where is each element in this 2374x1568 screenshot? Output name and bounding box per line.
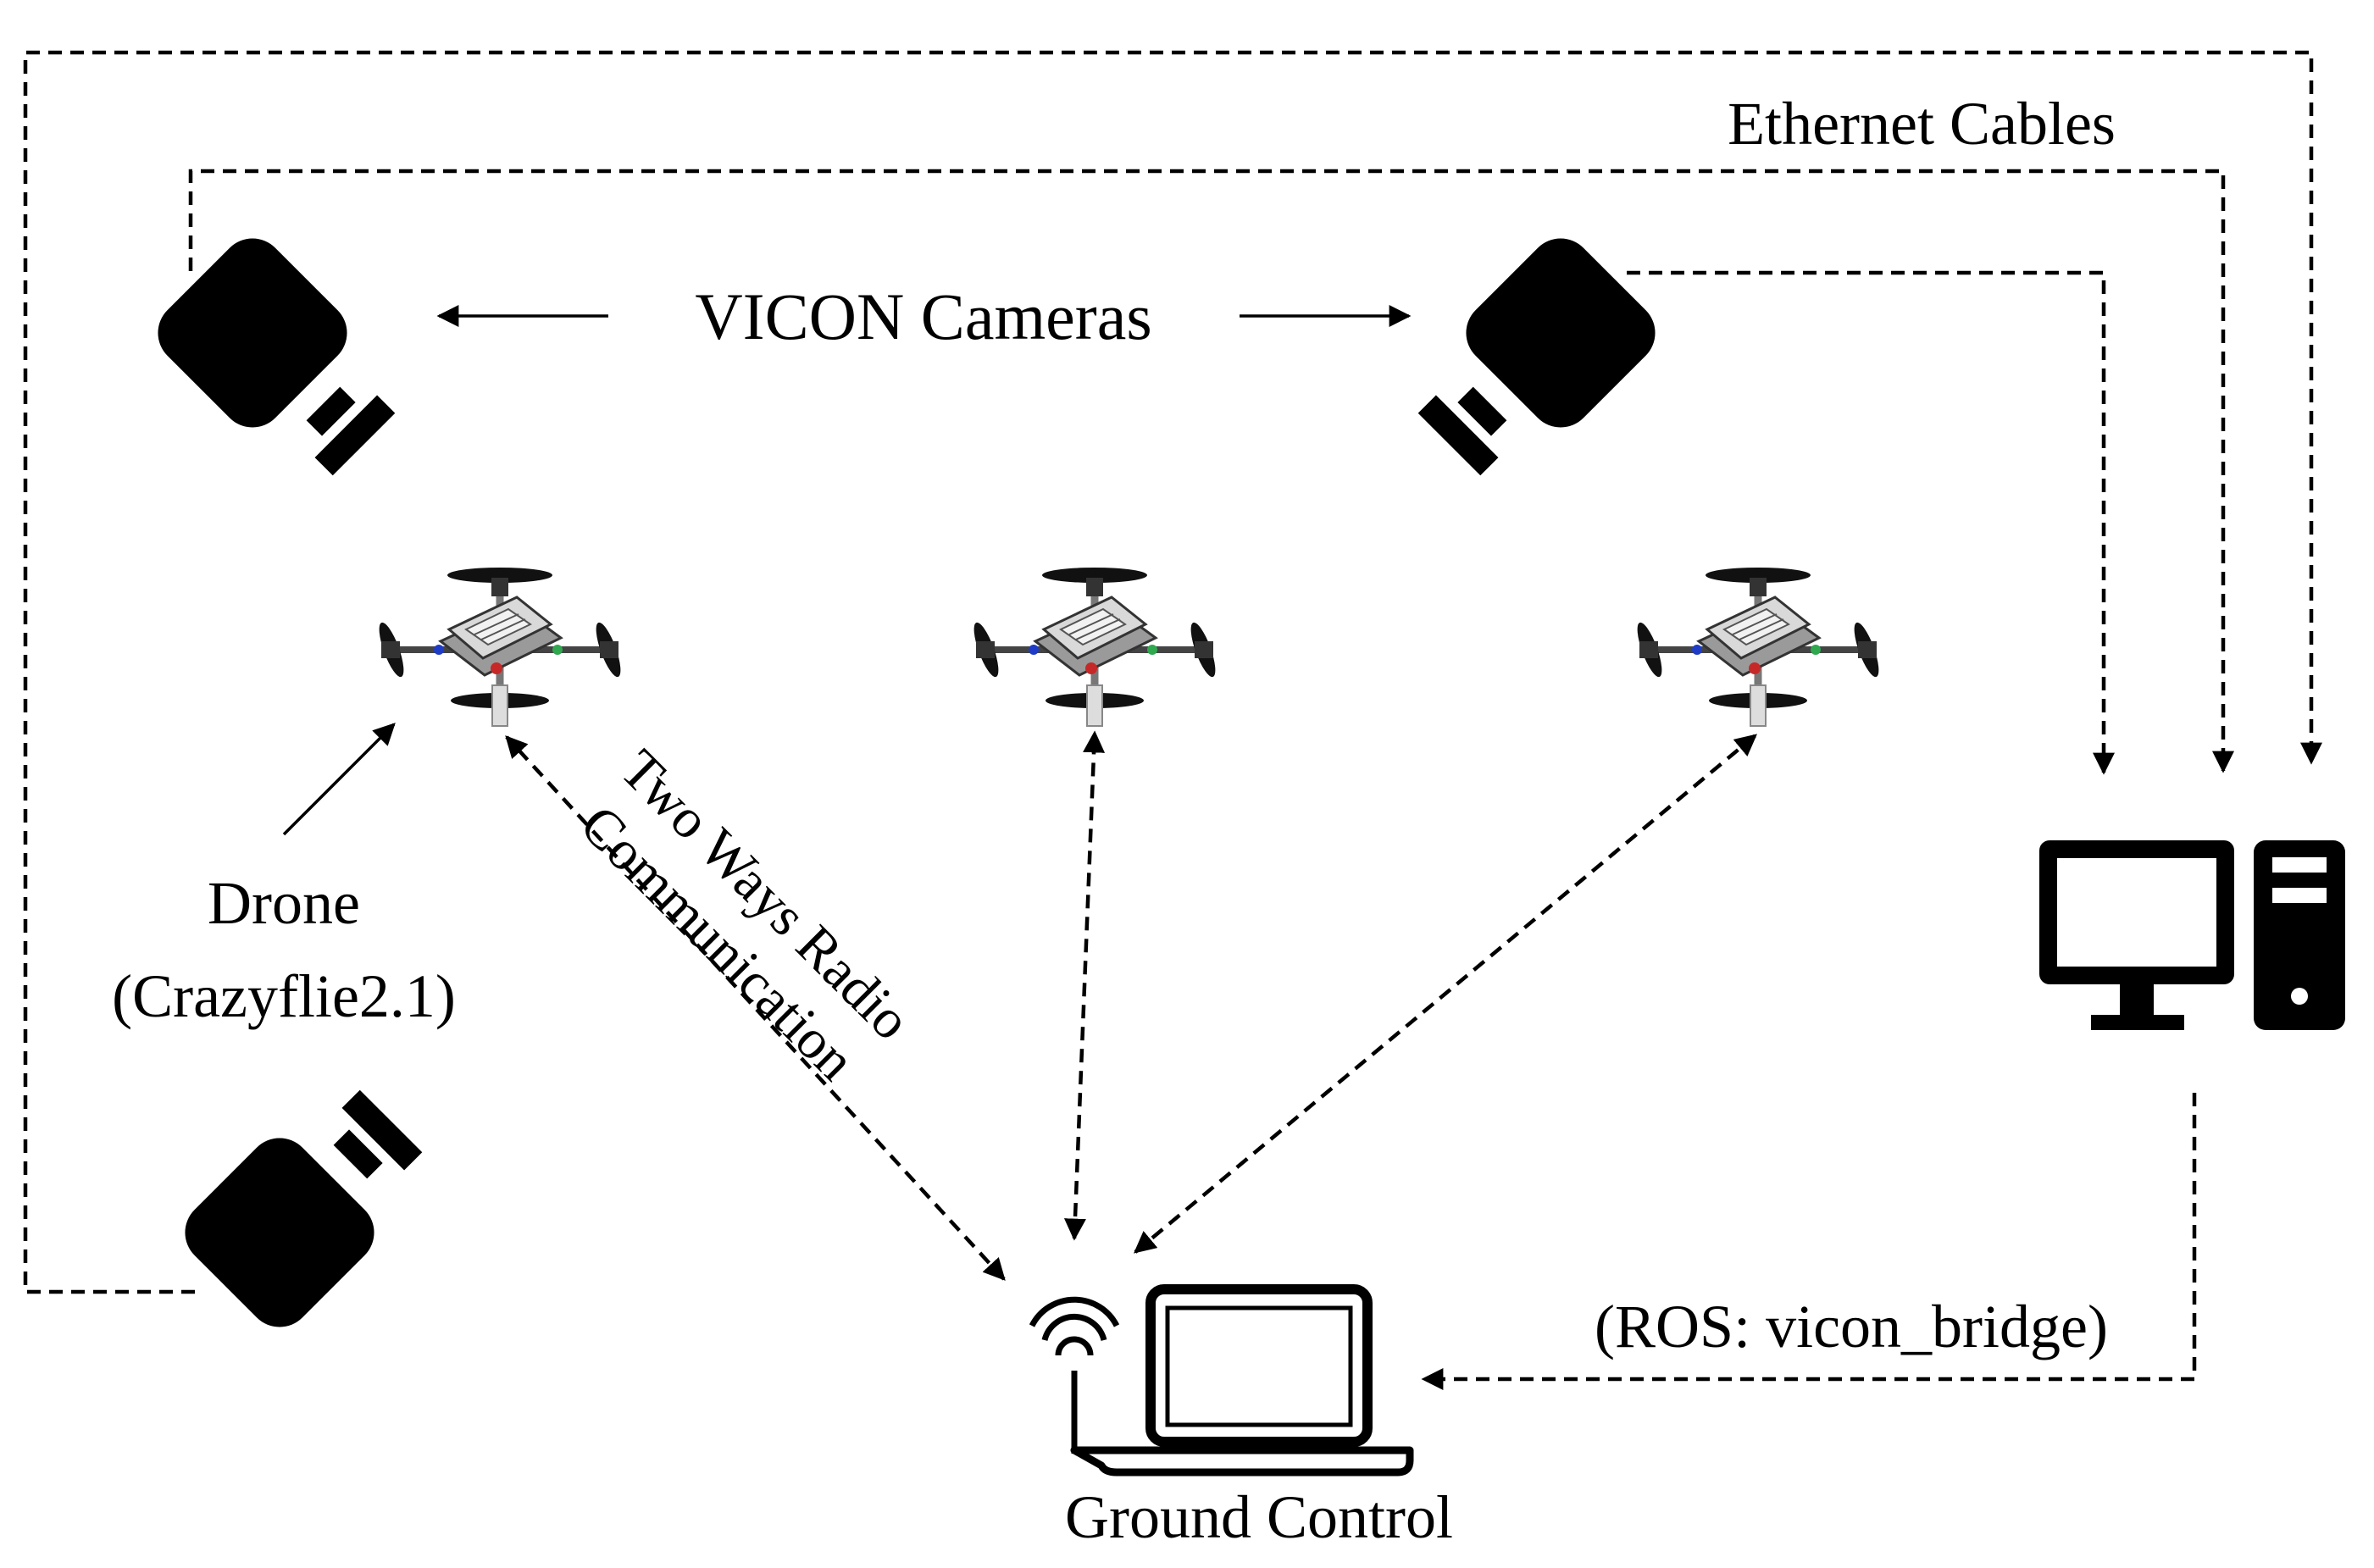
- radio-label-group: Two Ways Radio Communication: [569, 738, 923, 1092]
- ethernet-cable-outer: [23, 50, 2322, 1294]
- vicon-camera-icon: [144, 224, 396, 476]
- vicon-camera-icon: [171, 1089, 423, 1341]
- ethernet-cable-top-left: [188, 169, 2234, 773]
- quadcopter-drone-icon: [374, 568, 625, 726]
- ros-link: [1421, 1093, 2197, 1390]
- vicon-cameras-label: VICON Cameras: [695, 280, 1151, 353]
- drone-pointer-arrow: [282, 723, 396, 836]
- ethernet-cables-label: Ethernet Cables: [1728, 90, 2116, 158]
- laptop-icon: [1070, 1284, 1414, 1477]
- ground-control-label: Ground Control: [1065, 1483, 1453, 1551]
- quadcopter-drone-icon: [1633, 568, 1883, 726]
- desktop-computer-icon: [2039, 840, 2345, 1030]
- quadcopter-drone-icon: [969, 568, 1220, 726]
- vicon-camera-icon: [1417, 224, 1669, 476]
- radio-link-left: [505, 735, 1006, 1281]
- ethernet-cable-top-right: [1627, 270, 2115, 775]
- radio-link-center: [1063, 730, 1106, 1241]
- drone-label: Drone: [208, 869, 360, 937]
- wifi-signal-icon: [1029, 1296, 1120, 1454]
- ros-label: (ROS: vicon_bridge): [1595, 1293, 2108, 1360]
- radio-link-right: [1134, 734, 1757, 1254]
- drone-model-label: (Crazyflie2.1): [112, 962, 456, 1030]
